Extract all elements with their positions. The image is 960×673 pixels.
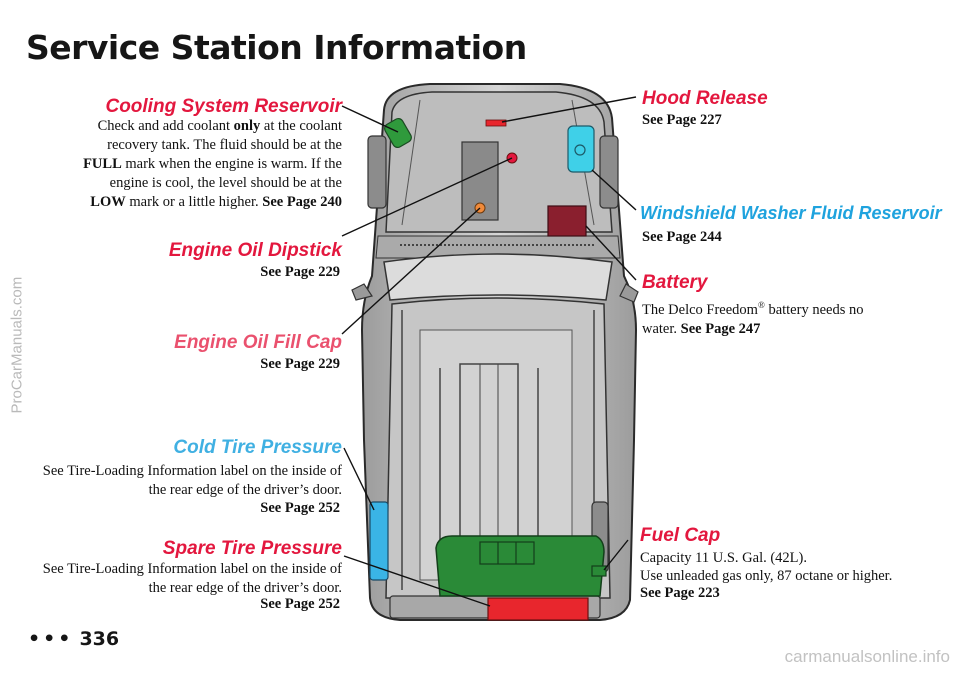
page-number: •••336 (28, 628, 119, 650)
cold-tire-text: See Tire-Loading Information label on th… (42, 463, 342, 498)
cooling-page-ref: See Page 240 (262, 194, 342, 210)
cold-tire-page-ref: See Page 252 (260, 500, 340, 516)
washer-fluid-heading: Windshield Washer Fluid Reservoir (640, 203, 942, 223)
battery-page-ref: See Page 247 (680, 320, 761, 337)
washer-fluid-page-ref: See Page 244 (642, 229, 722, 245)
washer-reservoir-marker (567, 125, 595, 173)
leader-lines (341, 96, 637, 607)
battery-marker (547, 205, 587, 237)
oil-fill-cap-page-ref: See Page 229 (260, 356, 340, 372)
registered-mark: ® (757, 300, 765, 310)
coolant-reservoir-marker (384, 117, 412, 149)
fuel-cap-line-1: Capacity 11 U.S. Gal. (42L). (640, 550, 807, 566)
cooling-system-text: Check and add coolant only at the coolan… (80, 117, 342, 212)
cooling-text-1: Check and add coolant (97, 118, 234, 134)
bottom-watermark: carmanualsonline.info (784, 647, 950, 666)
cold-tire-marker (369, 501, 389, 581)
battery-text-1: The Delco Freedom (642, 301, 758, 318)
oil-dipstick-page-ref: See Page 229 (260, 264, 340, 280)
cooling-text-3: mark when the engine is warm. If the eng… (109, 156, 342, 191)
fuel-cap-heading: Fuel Cap (640, 525, 721, 546)
cold-tire-heading: Cold Tire Pressure (173, 437, 342, 458)
battery-heading: Battery (642, 272, 708, 293)
oil-dipstick-heading: Engine Oil Dipstick (168, 240, 342, 261)
spare-tire-heading: Spare Tire Pressure (162, 538, 342, 559)
hood-release-heading: Hood Release (642, 88, 768, 109)
hood-release-page-ref: See Page 227 (642, 112, 722, 128)
fuel-cap-line-2: Use unleaded gas only, 87 octane or high… (640, 568, 893, 584)
cooling-system-heading: Cooling System Reservoir (105, 96, 342, 117)
spare-tire-marker (487, 597, 589, 621)
battery-text: The Delco Freedom® battery needs no wate… (642, 296, 882, 339)
page-title: Service Station Information (26, 28, 527, 67)
fuel-cap-marker (591, 565, 607, 577)
fuel-tank-marker (435, 535, 605, 597)
cooling-text-4: mark or a little higher. (125, 194, 263, 210)
page-number-dots: ••• (28, 628, 74, 650)
battery-text-2: battery needs no water. (642, 301, 864, 337)
cooling-bold-full: FULL (83, 156, 122, 172)
page-number-value: 336 (79, 628, 120, 650)
fuel-cap-page-ref: See Page 223 (640, 585, 720, 601)
spare-tire-text: See Tire-Loading Information label on th… (42, 561, 342, 596)
cooling-bold-only: only (233, 118, 261, 134)
cooling-text-2: at the coolant recovery tank. The fluid … (107, 118, 342, 153)
cooling-bold-low: LOW (90, 194, 126, 210)
spare-tire-page-ref: See Page 252 (260, 596, 340, 612)
oil-fill-cap-heading: Engine Oil Fill Cap (174, 332, 342, 353)
hood-release-marker (485, 119, 507, 127)
